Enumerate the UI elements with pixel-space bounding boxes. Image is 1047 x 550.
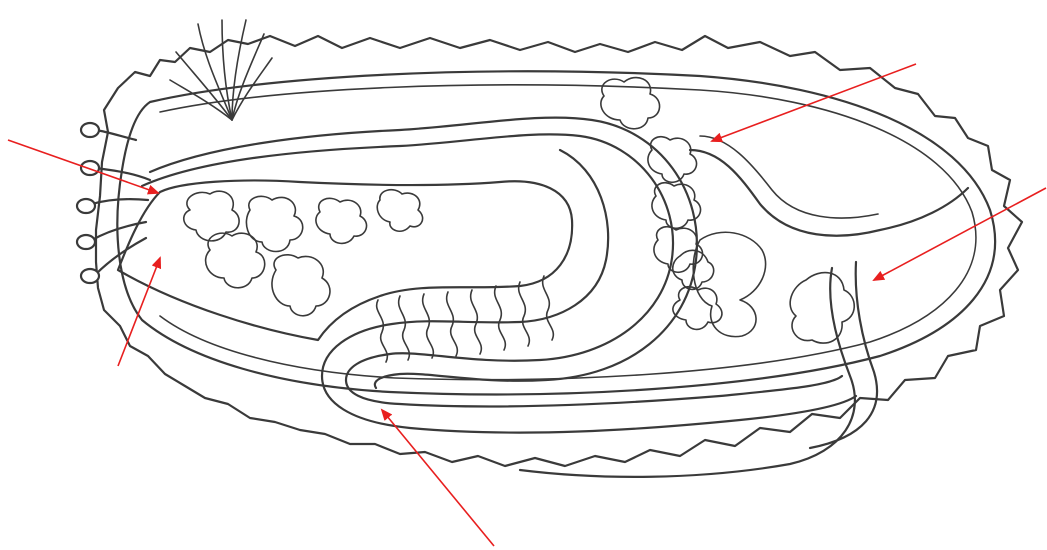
gonad-duct-inner: [700, 136, 878, 218]
right-organs: [673, 232, 855, 343]
arrow-mouth: [8, 140, 158, 193]
pharynx-chamber: [118, 180, 572, 340]
intestine-inner: [150, 118, 697, 388]
gonad-lumps: [601, 78, 703, 273]
oral-tentacles: [77, 123, 150, 283]
tentacle-tip-1: [81, 161, 99, 175]
arrow-gonad-duct: [712, 64, 916, 141]
gonad-duct: [690, 150, 968, 236]
mesentery-strands: [377, 276, 554, 362]
outer-body-wall: [96, 36, 1022, 466]
respiratory-lumps: [184, 190, 423, 316]
tentacle-tip-3: [77, 235, 95, 249]
pointer-arrows: [8, 64, 1046, 546]
body-wall-layer: [160, 85, 976, 380]
tentacle-tip-4: [81, 269, 99, 283]
arrow-cloaca-duct: [874, 188, 1046, 280]
gonad-tuft: [170, 20, 272, 120]
tentacle-tip-2: [77, 199, 95, 213]
tentacle-tip-5: [81, 123, 99, 137]
